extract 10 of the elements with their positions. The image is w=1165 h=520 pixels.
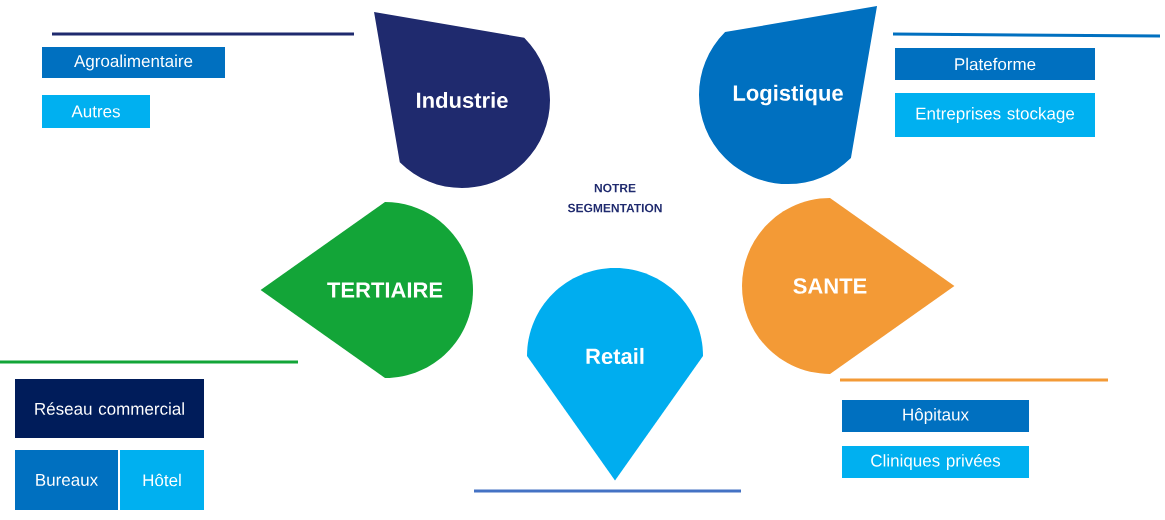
category-box: Autres	[42, 95, 150, 128]
category-box: Cliniques privées	[842, 446, 1029, 478]
category-box: Bureaux	[15, 450, 118, 510]
center-title: NOTRE SEGMENTATION	[567, 183, 662, 213]
category-box: Réseau commercial	[15, 379, 204, 438]
category-box: Plateforme	[895, 48, 1095, 80]
category-box: Hôpitaux	[842, 400, 1029, 432]
category-box: Hôtel	[120, 450, 204, 510]
category-box: Agroalimentaire	[42, 47, 225, 78]
category-box: Entreprises stockage	[895, 93, 1095, 137]
